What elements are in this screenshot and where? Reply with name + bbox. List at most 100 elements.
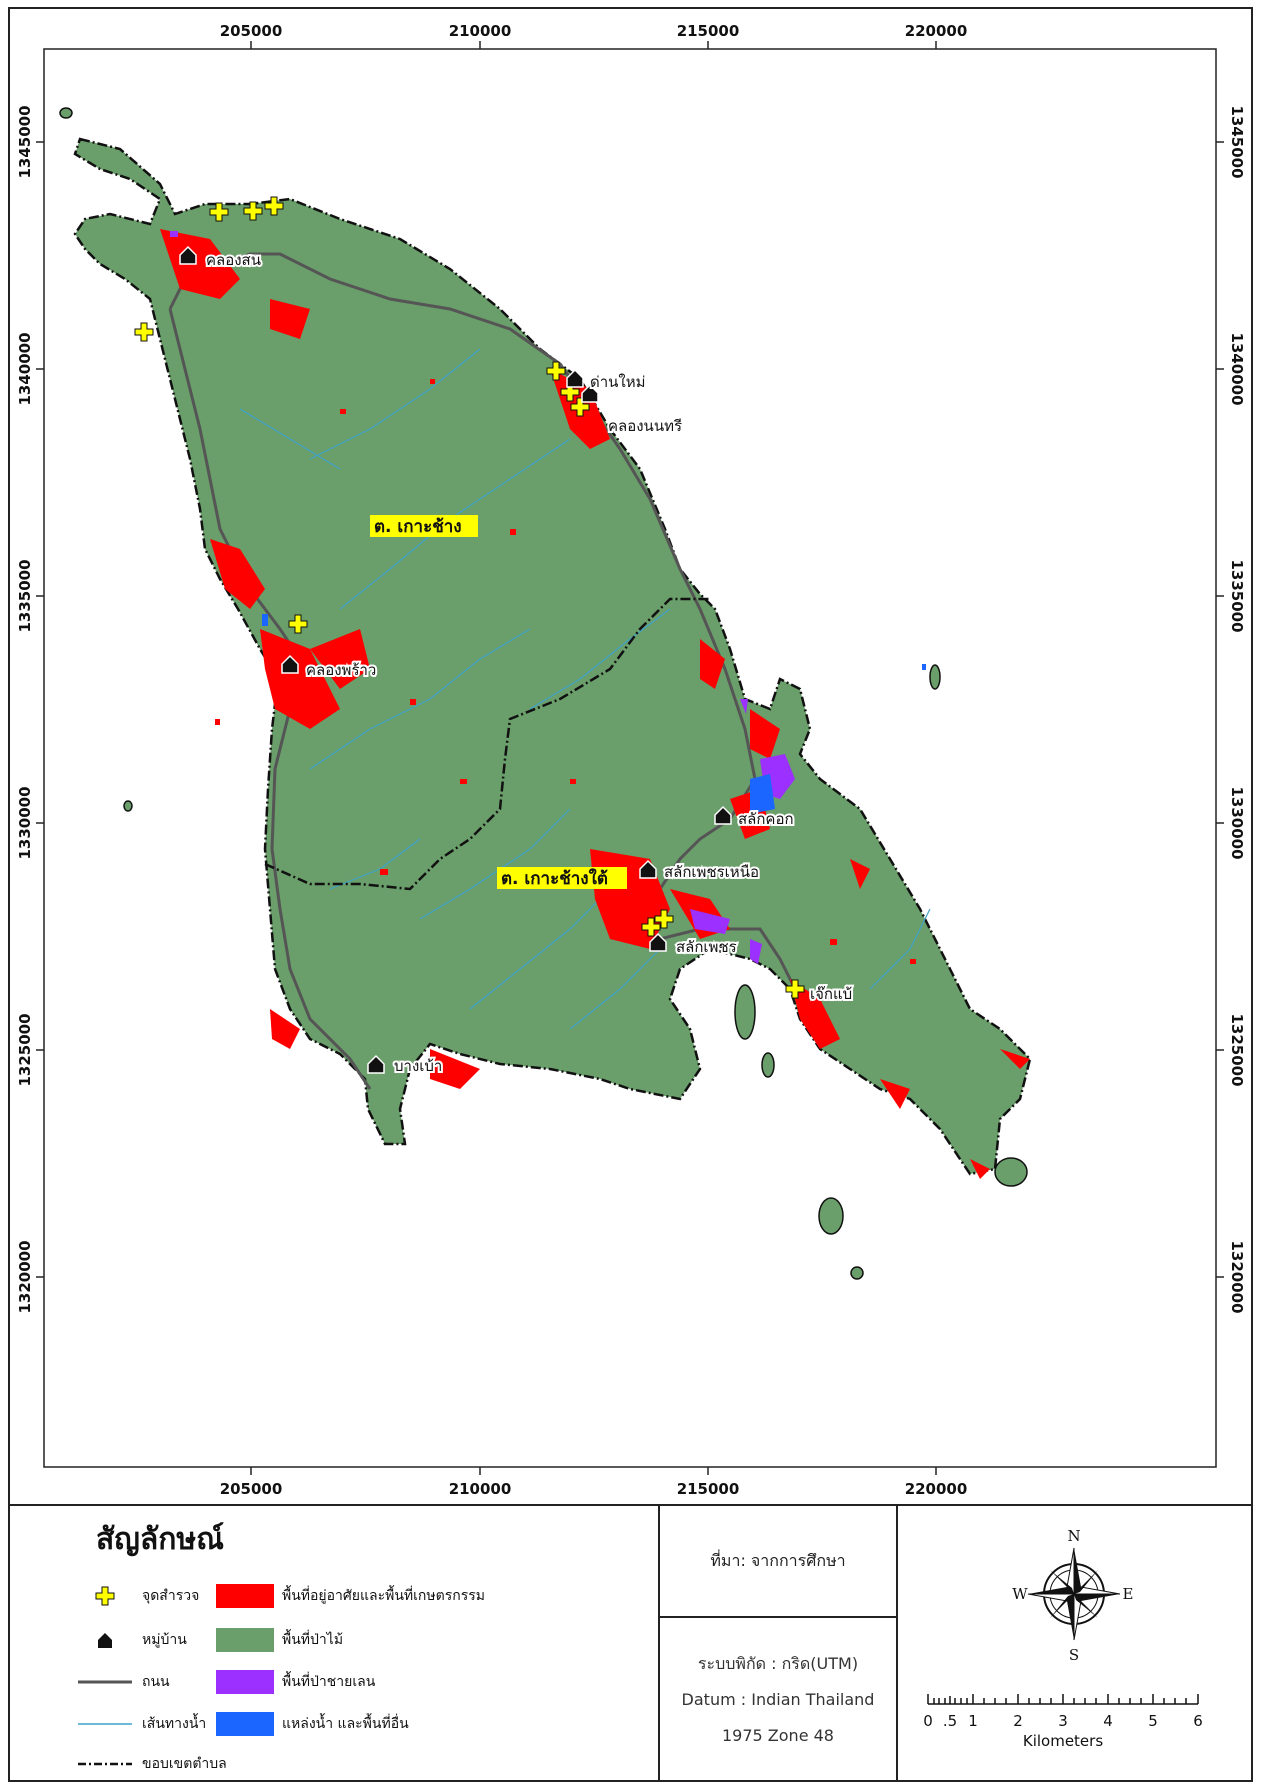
ring-road: [168, 252, 812, 1090]
village-label-bang-bao: บางเบ้า: [394, 1057, 442, 1075]
x-tick-top-1: 205000: [220, 22, 283, 40]
y-tick-right-4: 1330000: [1228, 786, 1246, 859]
survey-points: [134, 196, 805, 999]
village-label-salak-khok: สลักคอก: [738, 810, 794, 828]
village-label-halo: สลักเพชรเหนือ: [664, 863, 759, 881]
projection-info: ระบบพิกัด : กริด(UTM) Datum : Indian Tha…: [660, 1618, 896, 1782]
x-tick-top-3: 215000: [677, 22, 740, 40]
village-label-halo: ด่านใหม่: [590, 373, 646, 391]
y-tick-left-4: 1330000: [16, 786, 34, 859]
village-label-salak-phet: สลักเพชร: [676, 938, 737, 956]
islet-4: [818, 1197, 844, 1235]
subdistrict-label-ko-chang: ต. เกาะช้าง: [374, 517, 462, 537]
village-label-khlong-phrao: คลองพร้าว: [306, 661, 376, 679]
legend-label: พื้นที่ป่าไม้: [282, 1632, 344, 1648]
source-panel: ที่มา: จากการศึกษา ระบบพิกัด : กริด(UTM)…: [660, 1506, 898, 1782]
islet-6: [929, 664, 941, 690]
compass-w: W: [1012, 1585, 1028, 1603]
subdistrict-highlight-2: [497, 867, 627, 889]
north-arrow-scale-graphic: N S E W 0 .5 1: [923, 1527, 1203, 1750]
islet-5: [850, 1266, 864, 1280]
y-tick-right-6: 1320000: [1228, 1240, 1246, 1313]
map-canvas: 205000 210000 215000 220000 205000 21000…: [16, 22, 1246, 1498]
datum-text: Datum : Indian Thailand: [681, 1690, 875, 1709]
scale-labels: 0 .5 1 2 3 4 5 6 Kilometers: [923, 1712, 1203, 1750]
legend-item-forest: พื้นที่ป่าไม้: [216, 1628, 343, 1652]
scale-label: 1: [968, 1712, 978, 1730]
village-label-salak-phet-nuea: สลักเพชรเหนือ: [664, 863, 759, 881]
village-label-halo: คลองนนทรี: [608, 417, 682, 435]
islet-1: [734, 984, 756, 1040]
y-tick-left-1: 1345000: [16, 105, 34, 178]
scale-bar: [927, 1694, 1199, 1705]
x-tick-top-4: 220000: [905, 22, 968, 40]
y-tick-left-6: 1320000: [16, 1240, 34, 1313]
legend-item-boundary: ขอบเขตตำบล: [76, 1752, 227, 1776]
y-tick-right-5: 1325000: [1228, 1013, 1246, 1086]
legend-item-waterway: เส้นทางน้ำ: [76, 1712, 206, 1736]
x-tick-bottom-3: 215000: [677, 1480, 740, 1498]
legend-label: ขอบเขตตำบล: [142, 1756, 227, 1772]
village-label-halo: เจ๊กแบ้: [810, 985, 852, 1003]
legend-item-mangrove: พื้นที่ป่าชายเลน: [216, 1670, 375, 1694]
legend-title: สัญลักษณ์: [95, 1522, 225, 1557]
y-tick-right-2: 1340000: [1228, 332, 1246, 405]
subdistrict-boundary: [264, 597, 710, 891]
scale-label: 2: [1013, 1712, 1023, 1730]
legend-label: หมู่บ้าน: [142, 1632, 187, 1648]
compass-e: E: [1123, 1585, 1134, 1603]
subdistrict-label-ko-chang-tai: ต. เกาะช้างใต้: [501, 868, 608, 889]
legend-item-village: หมู่บ้าน: [76, 1628, 187, 1652]
legend-label: พื้นที่อยู่อาศัยและพื้นที่เกษตรกรรม: [282, 1588, 485, 1604]
village-label-halo: คลองพร้าว: [306, 661, 376, 679]
swatch-green: [216, 1628, 274, 1652]
legend-panel: สัญลักษณ์ จุดสำรวจ หมู่บ้าน ถนน เส้นทางน…: [10, 1506, 660, 1782]
x-tick-bottom-1: 205000: [220, 1480, 283, 1498]
islet-8: [59, 107, 73, 119]
y-tick-right-3: 1335000: [1228, 559, 1246, 632]
islet-3: [994, 1157, 1028, 1187]
legend-label: แหล่งน้ำ และพื้นที่อื่น: [282, 1716, 409, 1732]
y-tick-left-5: 1325000: [16, 1013, 34, 1086]
village-label-khlong-son: คลองสน: [206, 251, 261, 269]
legend-item-survey-point: จุดสำรวจ: [76, 1584, 199, 1608]
coord-system-text: ระบบพิกัด : กริด(UTM): [697, 1654, 859, 1673]
y-tick-left-3: 1335000: [16, 559, 34, 632]
x-tick-bottom-2: 210000: [449, 1480, 512, 1498]
scale-label: 4: [1103, 1712, 1113, 1730]
scale-label: 5: [1148, 1712, 1158, 1730]
swatch-purple: [216, 1670, 274, 1694]
legend-label: ถนน: [142, 1674, 170, 1690]
legend-label: พื้นที่ป่าชายเลน: [282, 1674, 376, 1690]
map-frame: 205000 210000 215000 220000 205000 21000…: [10, 9, 1251, 1506]
y-tick-right-1: 1345000: [1228, 105, 1246, 178]
compass-s: S: [1069, 1646, 1079, 1664]
source-label: ที่มา: จากการศึกษา: [660, 1506, 896, 1618]
y-tick-left-2: 1340000: [16, 332, 34, 405]
legend-label: จุดสำรวจ: [142, 1588, 200, 1604]
mangrove-areas: [170, 231, 795, 964]
road-line-icon: [78, 1680, 132, 1684]
swatch-blue: [216, 1712, 274, 1736]
islet-2: [761, 1052, 775, 1078]
subdistrict-highlight-1: [370, 515, 478, 537]
stream-line-icon: [78, 1723, 132, 1725]
zone-text: 1975 Zone 48: [722, 1726, 834, 1745]
islet-7: [123, 800, 133, 812]
village-label-halo: คลองสน: [206, 251, 261, 269]
scale-label: 6: [1193, 1712, 1203, 1730]
legend-item-settlement-agri: พื้นที่อยู่อาศัยและพื้นที่เกษตรกรรม: [216, 1584, 485, 1608]
legend-item-road: ถนน: [76, 1670, 170, 1694]
village-label-halo: บางเบ้า: [394, 1057, 442, 1075]
village-label-halo: สลักเพชร: [676, 938, 737, 956]
village-label-jek-bae: เจ๊กแบ้: [810, 985, 852, 1003]
village-label-khlong-nonsi: คลองนนทรี: [608, 417, 682, 435]
house-icon: [98, 1633, 112, 1648]
scale-unit: Kilometers: [1023, 1732, 1103, 1750]
swatch-red: [216, 1584, 274, 1608]
compass-n: N: [1067, 1527, 1080, 1545]
village-label-dan-mai: ด่านใหม่: [590, 373, 646, 391]
water-other-areas: [262, 614, 926, 814]
north-arrow-scale-panel: N S E W 0 .5 1: [898, 1506, 1251, 1782]
legend-label: เส้นทางน้ำ: [142, 1716, 207, 1732]
